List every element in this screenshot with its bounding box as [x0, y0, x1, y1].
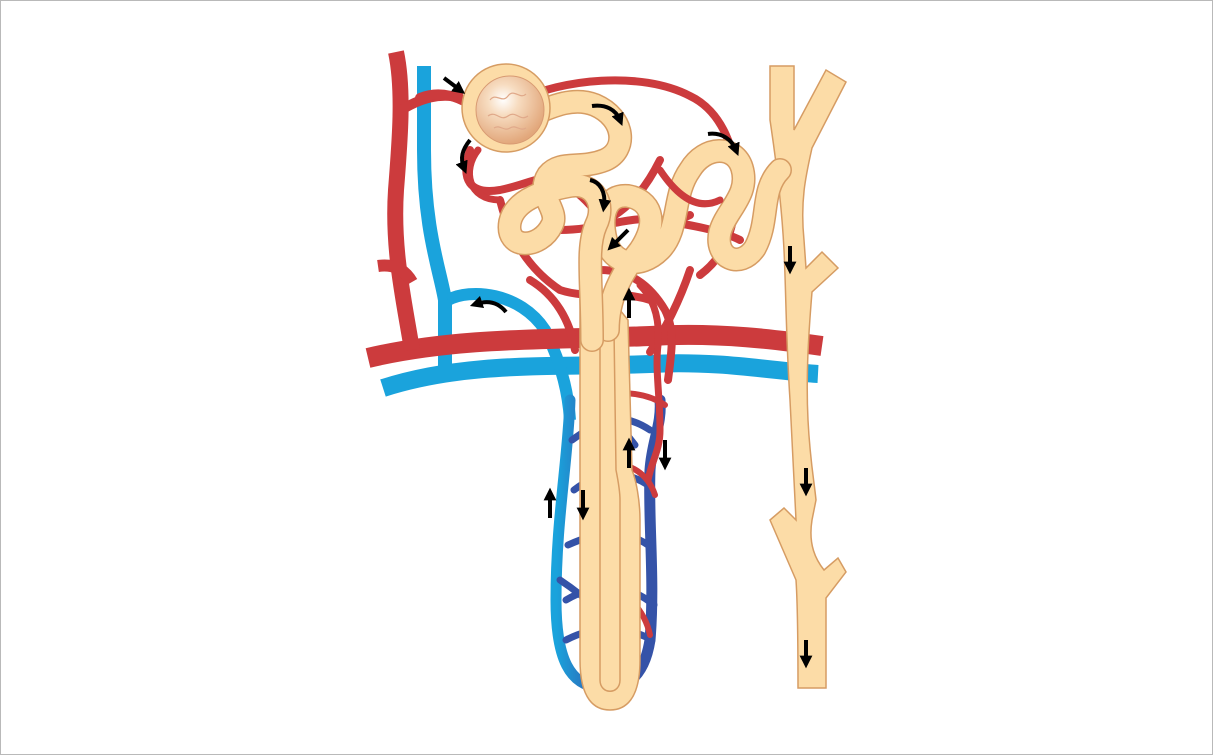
glomerulus-icon — [476, 76, 544, 144]
